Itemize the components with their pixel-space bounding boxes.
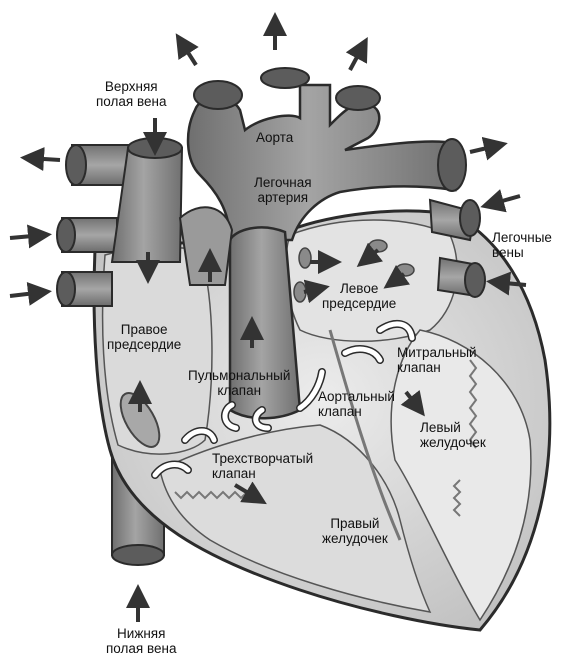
label-right-ventricle: Правый желудочек — [322, 516, 388, 546]
label-superior-vena-cava: Верхняя полая вена — [96, 79, 166, 109]
label-left-ventricle: Левый желудочек — [420, 420, 486, 450]
label-right-atrium: Правое предсердие — [107, 322, 181, 352]
arrow-left-vein-in-2 — [10, 292, 44, 296]
arrow-left-vein-in-1 — [10, 235, 44, 238]
label-pulmonary-artery: Легочная артерия — [254, 175, 312, 205]
label-aortic-valve: Аортальный клапан — [318, 389, 395, 419]
arrow-pulmonary-artery-left — [28, 158, 60, 160]
arrow-right-vein-in-1 — [488, 196, 520, 205]
label-left-atrium: Левое предсердие — [322, 281, 396, 311]
arrow-pulmonary-artery-right — [470, 145, 500, 152]
label-pulmonary-valve: Пульмональный клапан — [188, 368, 290, 398]
label-mitral-valve: Митральный клапан — [397, 345, 477, 375]
label-aorta: Аорта — [256, 130, 293, 145]
label-pulmonary-veins: Легочные вены — [492, 230, 552, 260]
arrow-aorta-left-branch — [180, 40, 196, 65]
arrow-aorta-right-branch — [350, 44, 364, 70]
label-tricuspid-valve: Трехстворчатый клапан — [212, 451, 313, 481]
label-inferior-vena-cava: Нижняя полая вена — [106, 626, 176, 656]
